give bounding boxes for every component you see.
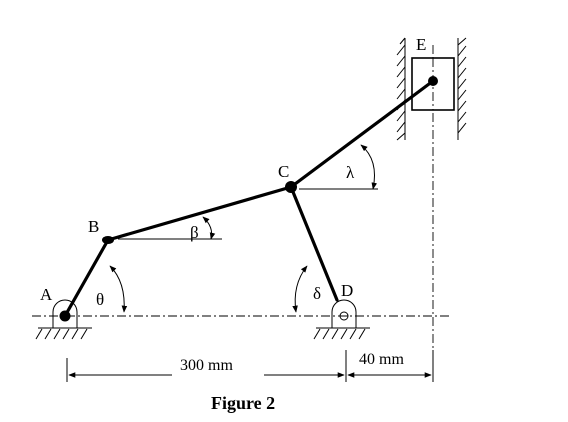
joint-c	[285, 181, 297, 193]
label-beta: β	[190, 223, 199, 242]
ground-support-a	[35, 299, 92, 340]
centerlines	[32, 45, 450, 378]
arc-beta	[202, 216, 216, 240]
link-cd	[289, 185, 339, 302]
arc-theta	[109, 265, 128, 313]
figure-caption: Figure 2	[211, 393, 275, 413]
angle-arcs	[109, 144, 378, 313]
joint-b	[102, 236, 114, 244]
dimension-300: 300 mm	[180, 357, 233, 374]
label-theta: θ	[96, 290, 104, 309]
links	[63, 79, 435, 318]
label-a: A	[40, 285, 53, 304]
arc-delta	[292, 265, 308, 313]
joint-a	[59, 310, 71, 322]
arc-lambda	[360, 144, 378, 190]
link-ab	[63, 238, 110, 318]
label-delta: δ	[313, 284, 321, 303]
label-e: E	[416, 35, 426, 54]
link-bc	[106, 185, 293, 242]
joint-e	[428, 76, 438, 86]
slider-guides	[396, 37, 467, 141]
link-ce	[289, 79, 435, 189]
ground-support-d	[313, 299, 370, 340]
label-b: B	[88, 217, 99, 236]
joints	[59, 76, 438, 322]
dimension-40: 40 mm	[359, 351, 404, 368]
label-d: D	[341, 281, 353, 300]
label-c: C	[278, 162, 289, 181]
label-lambda: λ	[346, 163, 355, 182]
